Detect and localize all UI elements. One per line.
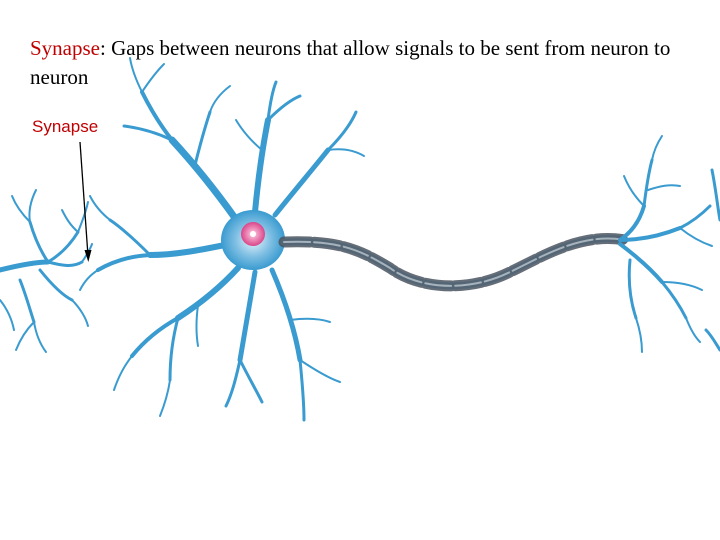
heading-definition: : Gaps between neurons that allow signal…	[30, 36, 671, 89]
axon	[278, 233, 631, 292]
left-neuron-terminals	[0, 189, 93, 353]
cell-body	[221, 210, 285, 270]
slide-heading: Synapse: Gaps between neurons that allow…	[30, 34, 690, 92]
heading-term: Synapse	[30, 36, 100, 60]
synapse-pointer-arrow	[79, 141, 92, 262]
axon-terminals	[618, 135, 720, 353]
dendrites	[79, 57, 365, 422]
synapse-label: Synapse	[32, 117, 99, 136]
